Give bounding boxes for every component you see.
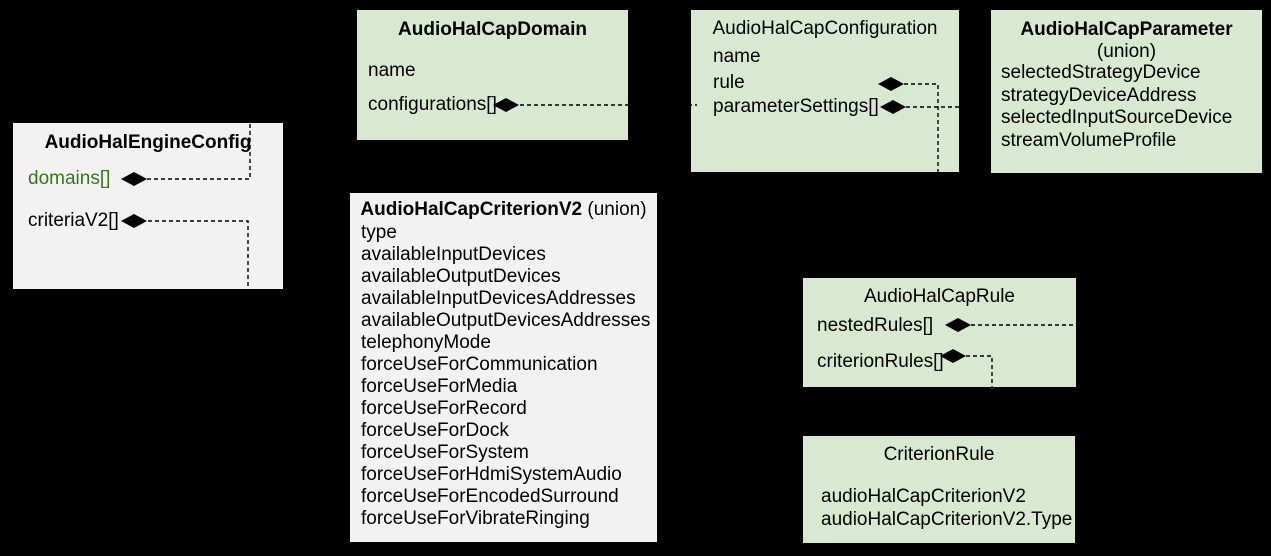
field-forceuseforrecord: forceUseForRecord <box>361 398 527 419</box>
field-forceuseforencodedsurround: forceUseForEncodedSurround <box>361 486 619 507</box>
field-domains: domains[] <box>28 168 111 189</box>
field-availableoutputdevicesaddresses: availableOutputDevicesAddresses <box>361 310 651 331</box>
field-forceuseforcommunication: forceUseForCommunication <box>361 354 598 375</box>
field-strategydeviceaddress: strategyDeviceAddress <box>1001 84 1197 106</box>
field-configurations: configurations[] <box>368 94 497 115</box>
class-box-audiohalcapdomain: AudioHalCapDomain name configurations[] <box>357 10 628 140</box>
class-title: CriterionRule <box>883 444 995 465</box>
field-forceuseforhdmisystemaudio: forceUseForHdmiSystemAudio <box>361 464 622 485</box>
class-box-criterionrule: CriterionRule audioHalCapCriterionV2 aud… <box>803 436 1075 543</box>
field-criterionrules: criterionRules[] <box>817 351 944 372</box>
class-box-audiohalcapcriterionv2: AudioHalCapCriterionV2 (union) type avai… <box>350 193 657 542</box>
field-criteriav2: criteriaV2[] <box>28 210 119 231</box>
field-rule: rule <box>713 72 745 93</box>
class-subtitle-union: (union) <box>1096 41 1157 62</box>
field-parametersettings: parameterSettings[] <box>713 96 879 117</box>
field-name: name <box>713 46 761 67</box>
field-forceuseformedia: forceUseForMedia <box>361 376 518 397</box>
class-box-audiohalcapparameter: AudioHalCapParameter (union) selectedStr… <box>991 10 1262 173</box>
class-box-audiohalcapconfiguration: AudioHalCapConfiguration name rule param… <box>691 10 959 172</box>
field-selectedinputsourcedevice: selectedInputSourceDevice <box>1001 107 1233 128</box>
class-title-name: AudioHalCapCriterionV2 <box>360 199 583 220</box>
field-type: type <box>361 222 397 243</box>
class-title: AudioHalCapConfiguration <box>712 18 938 39</box>
class-title: AudioHalCapDomain <box>398 19 587 40</box>
class-title: AudioHalCapParameter <box>1020 19 1233 40</box>
field-audiohalcapcriterionv2: audioHalCapCriterionV2 <box>821 486 1026 507</box>
field-availableinputdevicesaddresses: availableInputDevicesAddresses <box>361 288 636 309</box>
field-availableinputdevices: availableInputDevices <box>361 244 546 265</box>
field-telephonymode: telephonyMode <box>361 332 491 353</box>
class-title: AudioHalCapCriterionV2 (union) <box>350 198 657 222</box>
field-forceuseforvibrateringing: forceUseForVibrateRinging <box>361 508 590 529</box>
class-title-union-suffix: (union) <box>587 199 647 220</box>
field-name: name <box>368 60 416 81</box>
field-audiohalcapcriterionv2-type: audioHalCapCriterionV2.Type <box>821 509 1073 530</box>
field-nestedrules: nestedRules[] <box>817 315 934 336</box>
field-streamvolumeprofile: streamVolumeProfile <box>1001 129 1177 151</box>
class-box-audiohalengineconfig: AudioHalEngineConfig domains[] criteriaV… <box>13 123 283 289</box>
field-forceuseforsystem: forceUseForSystem <box>361 442 529 463</box>
class-box-audiohalcaprule: AudioHalCapRule nestedRules[] criterionR… <box>803 278 1076 387</box>
class-title: AudioHalCapRule <box>863 286 1016 307</box>
class-title: AudioHalEngineConfig <box>44 132 252 153</box>
field-selectedstrategydevice: selectedStrategyDevice <box>1001 62 1201 83</box>
field-forceusefordock: forceUseForDock <box>361 420 509 441</box>
field-availableoutputdevices: availableOutputDevices <box>361 266 561 287</box>
